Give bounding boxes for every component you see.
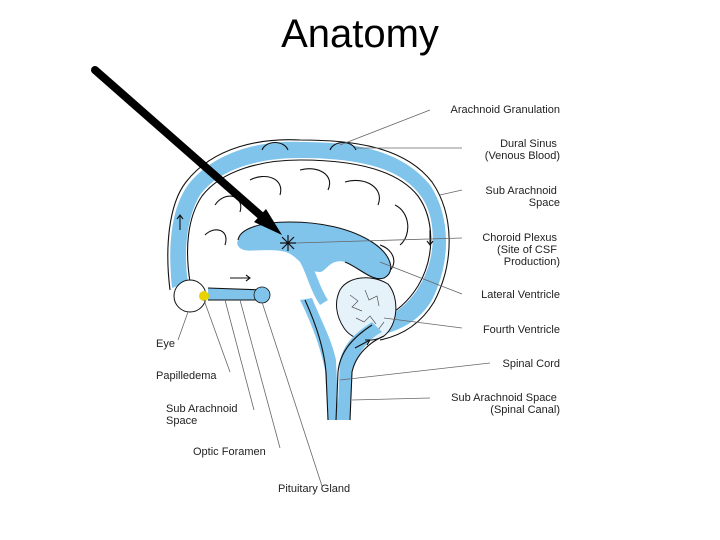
slide-title: Anatomy — [281, 12, 439, 56]
pituitary-region — [253, 286, 271, 304]
label-lateral-ventricle: Lateral Ventricle — [481, 289, 560, 301]
label-eye: Eye — [156, 338, 175, 350]
papilledema-marker — [199, 291, 209, 301]
leader-lines-left — [177, 299, 323, 487]
brain-outline — [187, 159, 432, 321]
label-arachnoid-granulation: Arachnoid Granulation — [451, 104, 560, 116]
optic-nerve — [208, 288, 264, 300]
label-choroid-plexus: Choroid Plexus (Site of CSF Production) — [482, 232, 560, 268]
label-pituitary-gland: Pituitary Gland — [278, 483, 350, 495]
pointer-arrow — [91, 66, 282, 235]
lateral-ventricle-shape — [237, 222, 391, 279]
label-papilledema: Papilledema — [156, 370, 217, 382]
label-optic-foramen: Optic Foramen — [193, 446, 266, 458]
labels-left: Eye Papilledema Sub Arachnoid Space Opti… — [156, 338, 350, 495]
dural-sinus-1 — [262, 142, 288, 150]
leader-lines-right — [295, 109, 491, 401]
skull-outline — [167, 139, 450, 341]
dural-sinus-2 — [330, 142, 356, 150]
label-fourth-ventricle: Fourth Ventricle — [483, 324, 560, 336]
labels-right: Arachnoid Granulation Dural Sinus (Venou… — [451, 104, 560, 416]
subarachnoid-csf-layer — [170, 141, 447, 335]
label-sub-arachnoid-space-spinal: Sub Arachnoid Space (Spinal Canal) — [451, 392, 560, 416]
choroid-plexus-star — [280, 235, 296, 251]
brain-illustration — [167, 139, 450, 421]
label-spinal-cord: Spinal Cord — [503, 358, 560, 370]
label-dural-sinus: Dural Sinus (Venous Blood) — [485, 138, 560, 162]
label-sub-arachnoid-space-left: Sub Arachnoid Space — [166, 403, 241, 427]
label-sub-arachnoid-space: Sub Arachnoid Space — [485, 185, 560, 209]
